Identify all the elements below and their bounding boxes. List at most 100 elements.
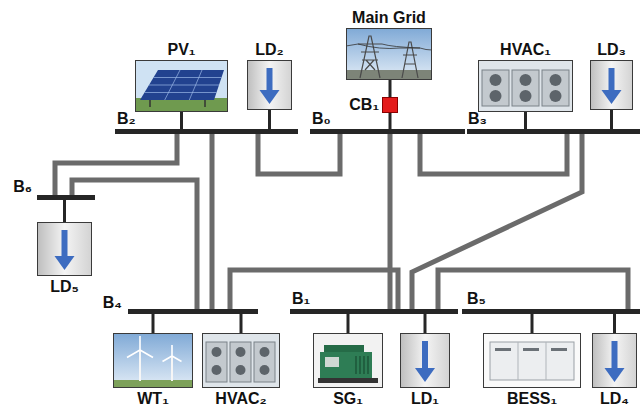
generator-picture (356, 356, 368, 374)
hvac-picture (482, 70, 509, 106)
hvac-picture (260, 365, 270, 375)
generator-picture (320, 352, 372, 378)
hvac-picture (236, 365, 246, 375)
wind-turbine: WT₁ (113, 333, 193, 409)
line-connector (420, 134, 567, 174)
load-picture (400, 333, 450, 388)
hvac-picture (478, 60, 573, 112)
hvac-picture (490, 90, 502, 102)
device-label: LD₁ (400, 388, 450, 409)
pv-picture (135, 60, 228, 112)
load-picture (55, 256, 75, 270)
load-box: LD₅ (37, 222, 92, 297)
grid-picture (346, 44, 432, 50)
image-frame (247, 60, 292, 110)
wind-picture (113, 333, 193, 388)
image-frame (592, 333, 637, 388)
load-box: LD₂ (247, 39, 292, 110)
device-connector (240, 314, 243, 333)
image-frame (37, 222, 92, 276)
device-connector (180, 112, 183, 129)
pv-picture (135, 98, 228, 112)
hvac-picture (550, 90, 562, 102)
load-picture (590, 60, 633, 110)
hvac-picture (550, 74, 562, 86)
load-picture (247, 60, 292, 110)
generator-picture (313, 333, 383, 388)
wind-picture (113, 333, 193, 388)
device-label: BESS₁ (483, 388, 581, 409)
battery-picture (495, 348, 511, 351)
load-picture (592, 333, 637, 388)
battery-picture (483, 333, 581, 388)
load-picture (612, 341, 618, 368)
generator-picture (318, 378, 378, 383)
device-label: LD₂ (247, 39, 292, 60)
image-frame (400, 333, 450, 388)
bus-label: B₅ (467, 290, 486, 308)
image-frame (483, 333, 581, 388)
load-picture (590, 60, 633, 110)
bus-bar: B₅ (462, 309, 640, 314)
bus-bar: B₃ (467, 129, 640, 134)
load-box: LD₁ (400, 333, 450, 409)
load-box: LD₄ (592, 333, 637, 409)
hvac-picture (202, 333, 280, 388)
battery-picture (523, 348, 539, 351)
circuit-breaker: CB₁ (382, 97, 398, 113)
wind-picture (113, 380, 193, 388)
hvac-picture (512, 70, 539, 106)
device-label: HVAC₂ (202, 388, 280, 409)
image-frame (478, 60, 573, 112)
hvac-picture (520, 74, 532, 86)
load-picture (247, 60, 292, 110)
generator-picture (324, 345, 364, 353)
grid-picture (346, 28, 432, 80)
device-connector (424, 314, 427, 333)
device-label: WT₁ (113, 388, 193, 409)
wind-picture (127, 336, 182, 362)
bus-label: B₀ (312, 110, 331, 128)
battery-storage: BESS₁ (483, 333, 581, 409)
load-picture (400, 333, 450, 388)
grid-picture (346, 28, 432, 80)
battery-picture (490, 342, 574, 380)
generator: SG₁ (313, 333, 383, 409)
load-picture (609, 68, 615, 90)
device-connector (389, 113, 392, 129)
image-frame (113, 333, 193, 388)
grid-picture (346, 70, 432, 80)
line-connector (388, 134, 393, 309)
device-connector (613, 314, 616, 333)
hvac-picture (260, 347, 270, 357)
load-picture (422, 341, 428, 368)
image-frame (313, 333, 383, 388)
battery-picture (551, 348, 567, 351)
device-connector (152, 314, 155, 333)
battery-picture (483, 333, 581, 388)
load-picture (602, 90, 622, 104)
device-label: Main Grid (346, 7, 432, 28)
hvac-picture (212, 365, 222, 375)
load-picture (260, 90, 280, 104)
image-frame (346, 28, 432, 80)
hvac-picture (542, 70, 569, 106)
device-label: CB₁ (349, 96, 379, 114)
hvac-unit: HVAC₁ (478, 39, 573, 112)
load-picture (592, 333, 637, 388)
device-connector (531, 314, 534, 333)
line-connector (258, 134, 340, 174)
device-connector (347, 314, 350, 333)
device-connector (268, 110, 271, 129)
load-picture (37, 222, 92, 276)
device-label: LD₄ (592, 388, 637, 409)
pv-picture (140, 70, 224, 100)
hvac-picture (230, 342, 251, 382)
bus-bar: B₀ (310, 129, 465, 134)
bus-label: B₄ (103, 294, 122, 312)
hvac-picture (520, 90, 532, 102)
hvac-unit: HVAC₂ (202, 333, 280, 409)
hvac-picture (212, 347, 222, 357)
